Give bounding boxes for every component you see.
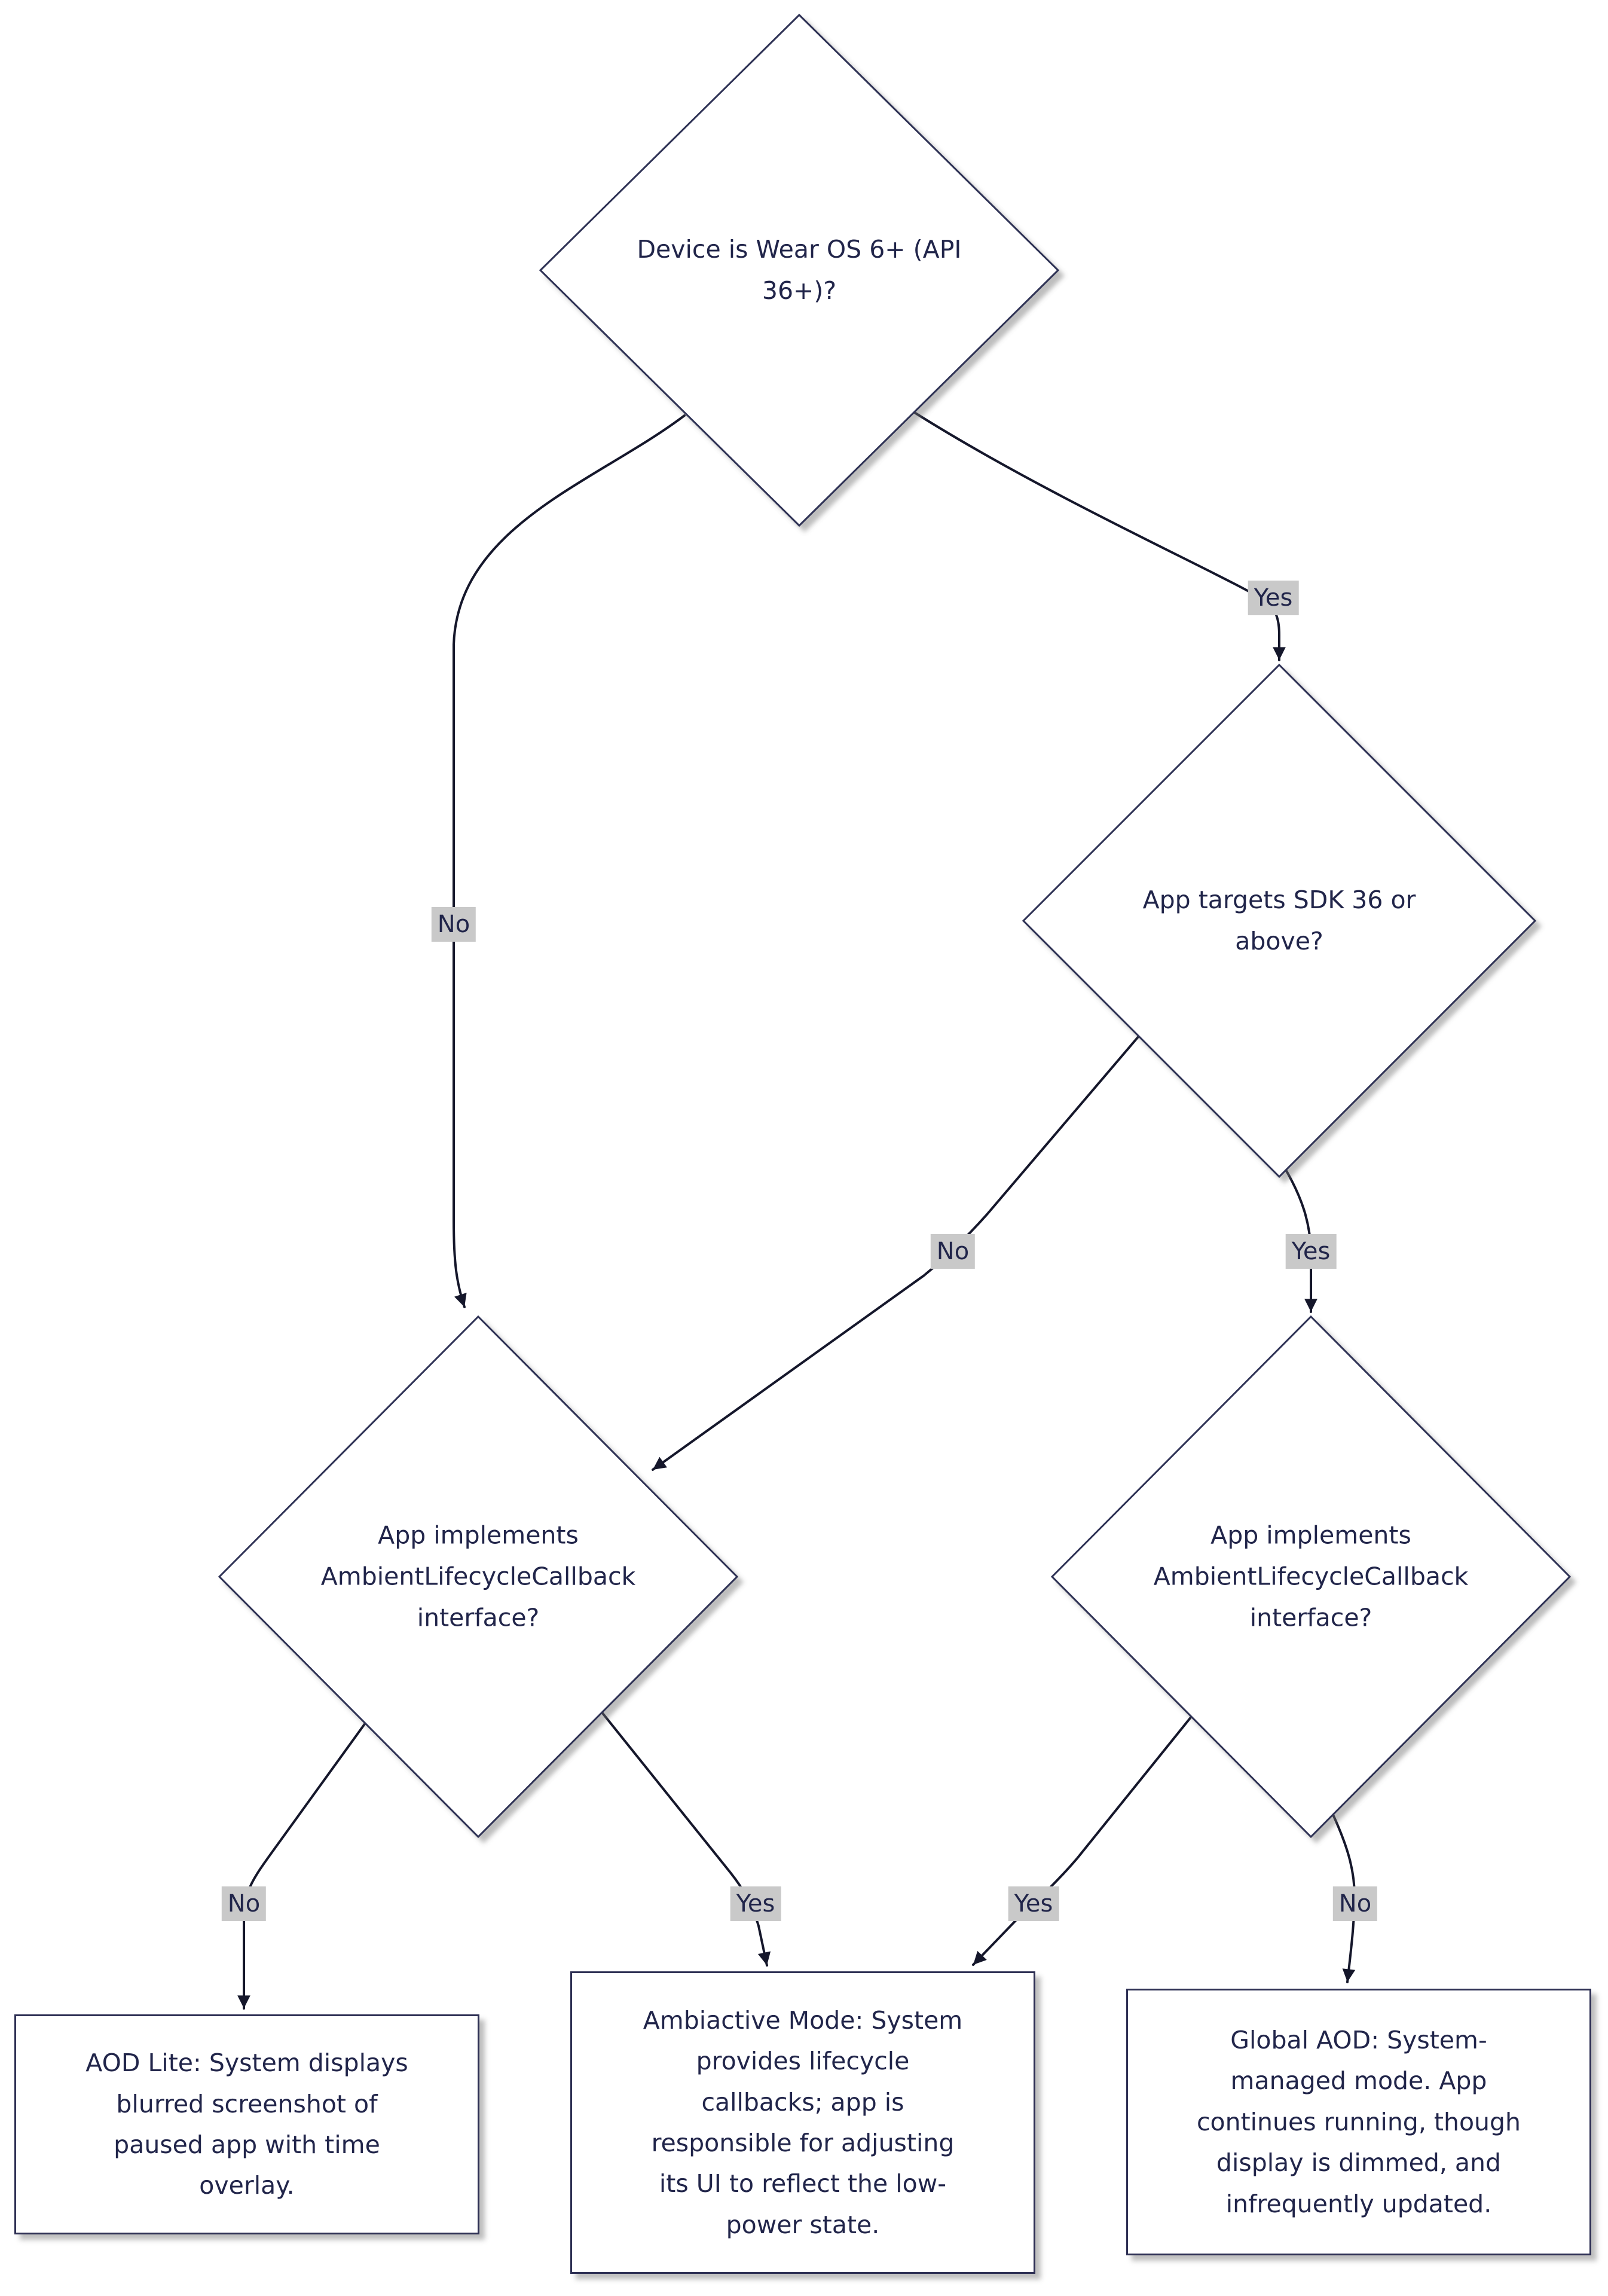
- decision-device-check-shape: [539, 13, 1060, 527]
- decision-ambient-right-label: App implements AmbientLifecycleCallback …: [1153, 1521, 1469, 1632]
- edge-ambient-right-yes: [972, 1715, 1193, 1966]
- decision-sdk-check-shape: [1022, 663, 1537, 1178]
- decision-sdk-check-label: App targets SDK 36 or above?: [1142, 886, 1416, 955]
- outcome-ambiactive-label: Ambiactive Mode: System provides lifecyc…: [643, 2005, 963, 2239]
- edge-label-ambient-left-yes: Yes: [730, 1886, 781, 1921]
- decision-ambient-left-shape: [218, 1315, 739, 1839]
- outcome-ambiactive: Ambiactive Mode: System provides lifecyc…: [570, 1971, 1035, 2274]
- outcome-aod-lite-label: AOD Lite: System displays blurred screen…: [85, 2048, 408, 2200]
- decision-ambient-left-label: App implements AmbientLifecycleCallback …: [320, 1521, 636, 1632]
- outcome-aod-lite: AOD Lite: System displays blurred screen…: [14, 2014, 479, 2234]
- edge-ambient-left-yes: [601, 1711, 771, 1967]
- edge-device-yes: [913, 411, 1286, 661]
- edge-sdk-no: [652, 1035, 1140, 1471]
- edge-ambient-left-no: [237, 1722, 366, 2010]
- edge-label-ambient-right-yes: Yes: [1008, 1886, 1059, 1921]
- edge-label-ambient-left-no: No: [221, 1886, 267, 1921]
- edge-label-device-yes: Yes: [1248, 581, 1299, 615]
- edge-label-sdk-yes: Yes: [1285, 1234, 1337, 1269]
- decision-device-check-label: Device is Wear OS 6+ (API 36+)?: [637, 235, 962, 305]
- edge-label-sdk-no: No: [930, 1234, 976, 1269]
- edge-label-ambient-right-no: No: [1332, 1886, 1378, 1921]
- decision-ambient-right-shape: [1050, 1315, 1572, 1839]
- outcome-global-aod-label: Global AOD: System- managed mode. App co…: [1196, 2025, 1521, 2218]
- edge-label-device-no: No: [431, 907, 476, 942]
- outcome-global-aod: Global AOD: System- managed mode. App co…: [1126, 1989, 1591, 2255]
- edge-device-no: [453, 414, 686, 1308]
